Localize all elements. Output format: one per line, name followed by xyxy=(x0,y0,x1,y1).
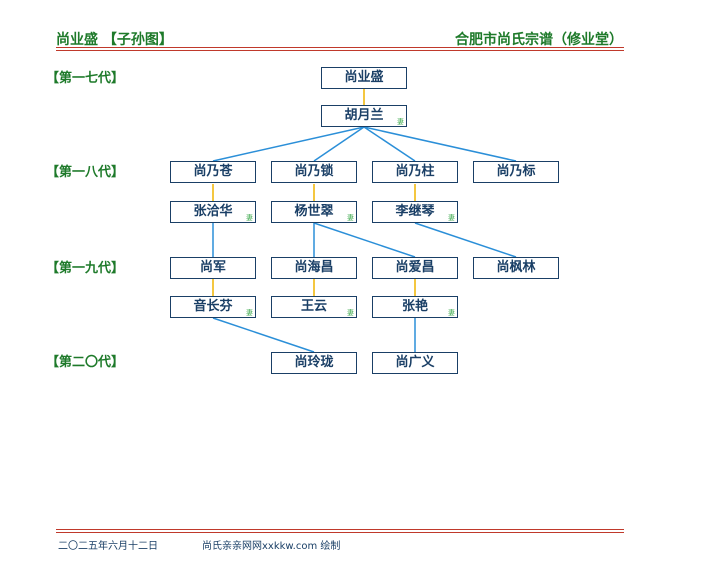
person-node-shang-yesheng[interactable]: 尚业盛 xyxy=(321,67,407,89)
person-node-shang-haichang[interactable]: 尚海昌 xyxy=(271,257,357,279)
spouse-node-zhang-qiahua[interactable]: 张洽华妻 xyxy=(170,201,256,223)
child-link xyxy=(414,222,517,258)
person-name: 音长芬 xyxy=(193,299,233,314)
generation-label-20: 【第二〇代】 xyxy=(46,355,125,370)
person-node-shang-naisuo[interactable]: 尚乃锁 xyxy=(271,161,357,183)
child-link xyxy=(212,317,315,353)
spouse-mark: 妻 xyxy=(347,214,354,222)
person-name: 张艳 xyxy=(401,299,428,314)
spouse-node-wang-yun[interactable]: 王云妻 xyxy=(271,296,357,318)
spouse-mark: 妻 xyxy=(246,214,253,222)
person-name: 李继琴 xyxy=(395,204,435,219)
person-name: 杨世翠 xyxy=(294,204,334,219)
spouse-mark: 妻 xyxy=(347,309,354,317)
child-link xyxy=(313,222,416,258)
header-rule-top xyxy=(56,47,624,48)
header-rule-bottom xyxy=(56,50,624,51)
spouse-node-hu-yuelan[interactable]: 胡月兰妻 xyxy=(321,105,407,127)
generation-label-19: 【第一九代】 xyxy=(46,261,125,276)
generation-label-18: 【第一八代】 xyxy=(46,165,125,180)
footer-rule-top xyxy=(56,529,624,530)
spouse-mark: 妻 xyxy=(397,118,404,126)
footer-date: 二〇二五年六月十二日 xyxy=(58,541,158,552)
person-name: 王云 xyxy=(300,299,327,314)
person-node-shang-naibiao[interactable]: 尚乃标 xyxy=(473,161,559,183)
person-node-shang-linglong[interactable]: 尚玲珑 xyxy=(271,352,357,374)
footer-rule-bottom xyxy=(56,532,624,533)
person-node-shang-fenglin[interactable]: 尚枫林 xyxy=(473,257,559,279)
spouse-mark: 妻 xyxy=(246,309,253,317)
generation-label-17: 【第一七代】 xyxy=(46,71,125,86)
child-link xyxy=(363,126,517,162)
person-node-shang-jun[interactable]: 尚军 xyxy=(170,257,256,279)
spouse-mark: 妻 xyxy=(448,214,455,222)
page-title: 尚业盛 【子孙图】 xyxy=(56,32,173,48)
spouse-node-li-jiqin[interactable]: 李继琴妻 xyxy=(372,201,458,223)
child-link xyxy=(212,126,365,162)
person-node-shang-naizhu[interactable]: 尚乃柱 xyxy=(372,161,458,183)
spouse-node-yang-shicui[interactable]: 杨世翠妻 xyxy=(271,201,357,223)
person-node-shang-guangyi[interactable]: 尚广义 xyxy=(372,352,458,374)
person-node-shang-aichang[interactable]: 尚爱昌 xyxy=(372,257,458,279)
spouse-node-yin-changfen[interactable]: 音长芬妻 xyxy=(170,296,256,318)
person-name: 胡月兰 xyxy=(344,108,384,123)
person-node-shang-naicang[interactable]: 尚乃苍 xyxy=(170,161,256,183)
spouse-node-zhang-yan[interactable]: 张艳妻 xyxy=(372,296,458,318)
child-link xyxy=(363,126,416,162)
child-link xyxy=(313,126,365,162)
person-name: 张洽华 xyxy=(193,204,233,219)
footer-credit: 尚氏亲亲网网xxkkw.com 绘制 xyxy=(202,541,341,552)
genealogy-title: 合肥市尚氏宗谱（修业堂） xyxy=(455,32,623,48)
spouse-mark: 妻 xyxy=(448,309,455,317)
